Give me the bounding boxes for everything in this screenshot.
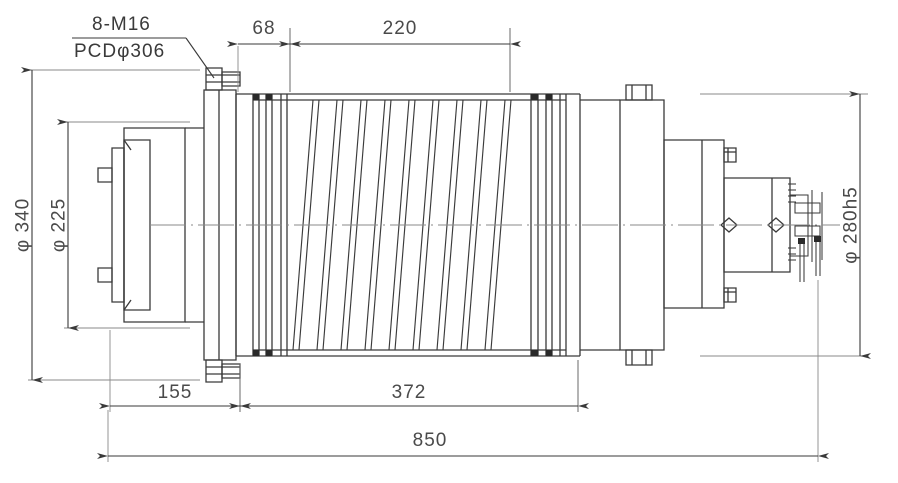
dimension-group-left: φ 340 φ 225 <box>13 67 200 383</box>
flange-bolt-stud-bottom <box>205 359 241 383</box>
dim-68: 68 <box>227 18 301 47</box>
dim-850: 850 <box>97 430 829 459</box>
dim-220-label: 220 <box>383 18 418 39</box>
dimension-group-right: φ 280h5 <box>700 91 871 359</box>
dim-372: 372 <box>229 382 589 409</box>
flange-bolt-stud-top <box>205 67 241 91</box>
dim-phi340-label: φ 340 <box>13 198 34 252</box>
rear-motor-housing <box>579 84 665 366</box>
dim-phi225: φ 225 <box>49 119 79 331</box>
dim-220: 220 <box>279 18 521 47</box>
dim-850-label: 850 <box>413 430 448 451</box>
thread-callout-line1: 8-M16 <box>92 14 151 35</box>
rear-flange-plate <box>663 139 737 309</box>
dimension-group-top: 68 220 <box>227 18 521 92</box>
dimension-group-bottom: 155 372 850 <box>97 280 829 462</box>
thread-callout-note: 8-M16 PCDφ306 <box>72 14 215 79</box>
thread-callout-line2: PCDφ306 <box>74 41 165 62</box>
rear-terminal-block <box>788 183 823 282</box>
dim-phi225-label: φ 225 <box>49 198 70 252</box>
dim-phi280h5-label: φ 280h5 <box>841 186 862 263</box>
dim-155: 155 <box>99 382 251 409</box>
rear-encoder-barrel <box>720 177 791 273</box>
dim-phi340: φ 340 <box>13 67 43 383</box>
dim-155-label: 155 <box>158 382 193 403</box>
cooling-jacket-shell <box>235 93 580 357</box>
dim-372-label: 372 <box>392 382 427 403</box>
dim-68-label: 68 <box>252 18 275 39</box>
dim-phi280h5: φ 280h5 <box>841 91 871 359</box>
front-nose-section <box>97 127 204 323</box>
